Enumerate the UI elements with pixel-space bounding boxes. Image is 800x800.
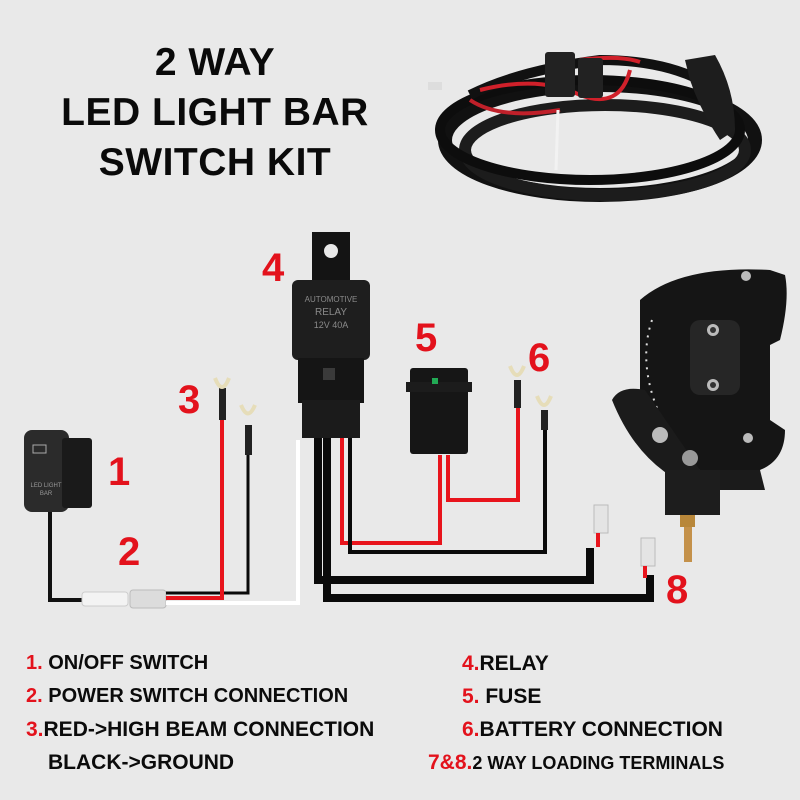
legend-label: RELAY bbox=[479, 652, 549, 675]
legend-number: 6. bbox=[462, 718, 480, 741]
legend-item-1: 1. ON/OFF SWITCH bbox=[26, 652, 208, 675]
terminals-3 bbox=[213, 377, 257, 455]
legend-item-7-8: 7&8.2 WAY LOADING TERMINALS bbox=[428, 751, 724, 775]
callout-6: 6 bbox=[528, 336, 551, 380]
svg-text:AUTOMOTIVE: AUTOMOTIVE bbox=[305, 295, 358, 304]
legend-number: 5. bbox=[462, 685, 480, 708]
title-line-3: SWITCH KIT bbox=[98, 141, 332, 184]
legend-item-4: 4.RELAY bbox=[462, 652, 549, 676]
svg-text:BAR: BAR bbox=[40, 491, 53, 497]
legend-item-3: 3.RED->HIGH BEAM CONNECTION bbox=[26, 718, 374, 742]
rocker-switch: LED LIGHT BAR bbox=[24, 430, 92, 512]
title-line-2: LED LIGHT BAR bbox=[61, 91, 369, 134]
legend-number: 2. bbox=[26, 685, 43, 707]
legend-label: RED->HIGH BEAM CONNECTION bbox=[43, 718, 375, 741]
legend-number: 1. bbox=[26, 652, 43, 674]
title-line-1: 2 WAY bbox=[154, 41, 276, 84]
legend-number: 4. bbox=[462, 652, 480, 675]
legend-item-5: 5. FUSE bbox=[462, 685, 541, 709]
callout-5: 5 bbox=[415, 316, 438, 360]
relay: AUTOMOTIVE RELAY 12V 40A bbox=[292, 232, 370, 438]
terminals-6 bbox=[508, 365, 553, 430]
callout-4: 4 bbox=[262, 246, 285, 290]
callout-3: 3 bbox=[178, 378, 201, 422]
svg-text:RELAY: RELAY bbox=[315, 307, 347, 318]
legend-item-6: 6.BATTERY CONNECTION bbox=[462, 718, 723, 742]
legend-label: ON/OFF SWITCH bbox=[48, 652, 209, 674]
svg-text:12V 40A: 12V 40A bbox=[314, 320, 349, 330]
legend-label: 2 WAY LOADING TERMINALS bbox=[472, 753, 725, 773]
svg-text:LED LIGHT: LED LIGHT bbox=[30, 483, 61, 489]
legend-label: BLACK->GROUND bbox=[48, 751, 235, 774]
led-light-pod bbox=[612, 269, 787, 562]
legend-number: 7&8. bbox=[428, 751, 473, 774]
callout-2: 2 bbox=[118, 530, 141, 574]
legend-label: BATTERY CONNECTION bbox=[479, 718, 723, 741]
legend-label: POWER SWITCH CONNECTION bbox=[48, 685, 349, 707]
fuse-holder bbox=[406, 368, 472, 454]
legend-label: FUSE bbox=[485, 685, 542, 708]
legend-item-3b: BLACK->GROUND bbox=[48, 751, 234, 775]
callout-1: 1 bbox=[108, 450, 131, 494]
wire-harness-photo bbox=[428, 52, 762, 202]
legend-item-2: 2. POWER SWITCH CONNECTION bbox=[26, 685, 348, 708]
page-title: 2 WAY LED LIGHT BAR SWITCH KIT bbox=[0, 38, 430, 188]
legend-number: 3. bbox=[26, 718, 44, 741]
callout-8: 8 bbox=[666, 568, 689, 612]
